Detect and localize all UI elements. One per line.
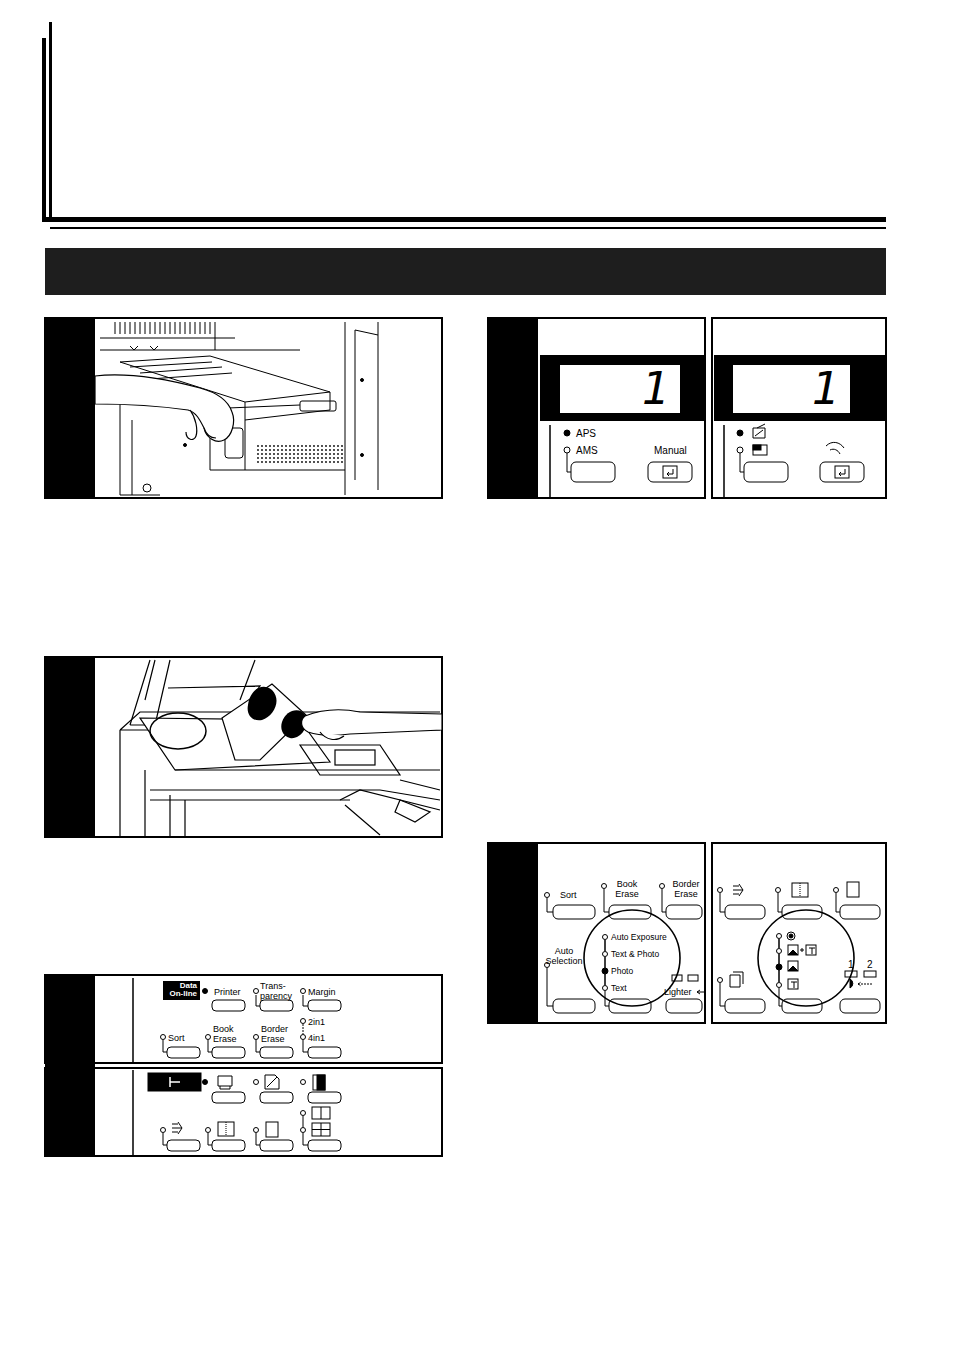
- status-key-label: Data On-line: [163, 981, 200, 1000]
- panel-label: 1: [848, 959, 854, 970]
- display-digit: 1: [733, 365, 840, 413]
- lcd-display: 1: [560, 365, 680, 413]
- step-2-illustration: [45, 657, 442, 837]
- panel-label: Auto Selection: [543, 946, 585, 966]
- panel-label: Manual: [654, 445, 687, 456]
- step-3-panels: [45, 975, 442, 1156]
- step-4-panels: [488, 318, 886, 498]
- key-label: Data On-line: [166, 982, 197, 998]
- section-band: [45, 248, 886, 295]
- panel-label: AMS: [576, 445, 598, 456]
- panel-label: Book Erase: [213, 1024, 243, 1044]
- panel-label: Lighter: [664, 987, 692, 997]
- panel-label: Trans- parency: [260, 981, 296, 1001]
- panel-label: Margin: [308, 987, 336, 997]
- panel-label: APS: [576, 428, 596, 439]
- header-rules: [42, 22, 886, 229]
- panel-label: Text & Photo: [611, 950, 659, 960]
- step-1-illustration: [45, 318, 442, 498]
- panel-label: Sort: [560, 890, 577, 900]
- step-5-panels: [488, 843, 886, 1023]
- panel-label: 4in1: [308, 1033, 325, 1043]
- panel-label: 2: [867, 959, 873, 970]
- panel-label: Book Erase: [612, 879, 642, 899]
- display-digit: 1: [560, 365, 670, 413]
- panel-label: 2in1: [308, 1017, 325, 1027]
- panel-label: Border Erase: [669, 879, 703, 899]
- panel-label: Border Erase: [261, 1024, 295, 1044]
- panel-label: Photo: [611, 967, 633, 977]
- panel-label: Printer: [214, 987, 241, 997]
- panel-label: Auto Exposure: [611, 933, 667, 943]
- panel-label: Sort: [168, 1033, 185, 1043]
- panel-label: Text: [611, 984, 627, 994]
- lcd-display: 1: [733, 365, 850, 413]
